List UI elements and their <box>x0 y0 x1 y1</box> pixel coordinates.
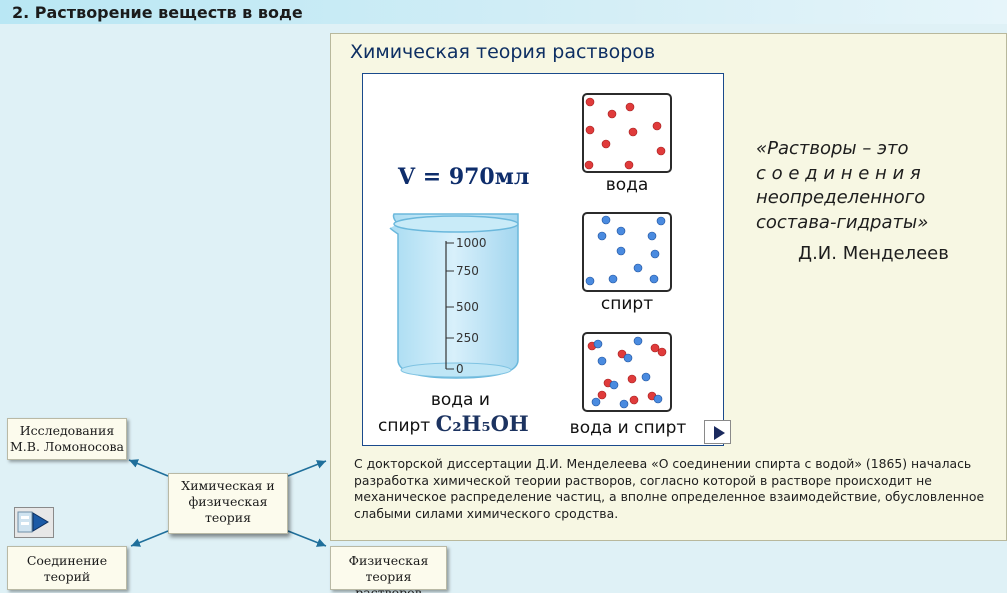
mixture-label-line2: спирт C₂H₅OH <box>378 412 529 438</box>
quote-author: Д.И. Менделеев <box>798 243 949 264</box>
nav-physical-theory[interactable]: Физическая теория растворов <box>330 546 447 593</box>
mixture-particles-box <box>582 332 672 412</box>
title-bar: 2. Растворение веществ в воде <box>0 0 1007 24</box>
description-text: С докторской диссертации Д.И. Менделеева… <box>354 456 985 521</box>
scale-tick-1000: 1000 <box>456 236 487 250</box>
play-button[interactable] <box>704 420 731 444</box>
water-particles <box>584 97 666 170</box>
panel-title: Химическая теория растворов <box>350 41 656 63</box>
quote-line-3: неопределенного <box>756 187 926 208</box>
media-button[interactable] <box>14 507 54 538</box>
mixture-particles <box>587 336 667 409</box>
mixture-label-line1: вода и <box>430 390 490 410</box>
mendeleev-quote: «Растворы – это с о е д и н е н и я неоп… <box>756 137 962 235</box>
scale-tick-250: 250 <box>456 331 479 345</box>
water-label: вода <box>605 175 649 195</box>
media-icon <box>17 511 49 533</box>
quote-line-4: состава-гидраты» <box>756 211 929 233</box>
quote-line-2: с о е д и н е н и я <box>756 162 921 184</box>
mixture-box-label: вода и спирт <box>569 418 687 438</box>
page-title: 2. Растворение веществ в воде <box>12 3 303 22</box>
nav-union[interactable]: Соединение теорий <box>7 546 127 590</box>
water-particles-box <box>582 93 672 173</box>
nav-center-theory[interactable]: Химическая и физическая теория <box>168 473 288 534</box>
alcohol-particles <box>585 215 666 286</box>
mixture-prefix: спирт <box>378 416 431 436</box>
beaker-illustration <box>389 213 519 379</box>
mixture-label: вода и спирт C₂H₅OH <box>378 388 529 438</box>
nav-lomonosov[interactable]: Исследования М.В. Ломоносова <box>7 418 127 460</box>
scale-tick-500: 500 <box>456 300 479 314</box>
volume-label: V = 970мл <box>398 164 530 190</box>
ethanol-formula: C₂H₅OH <box>435 411 529 436</box>
alcohol-label: спирт <box>600 294 654 314</box>
scale-tick-750: 750 <box>456 264 479 278</box>
quote-line-1: «Растворы – это <box>756 138 909 159</box>
scale-tick-0: 0 <box>456 362 464 376</box>
alcohol-particles-box <box>582 212 672 292</box>
